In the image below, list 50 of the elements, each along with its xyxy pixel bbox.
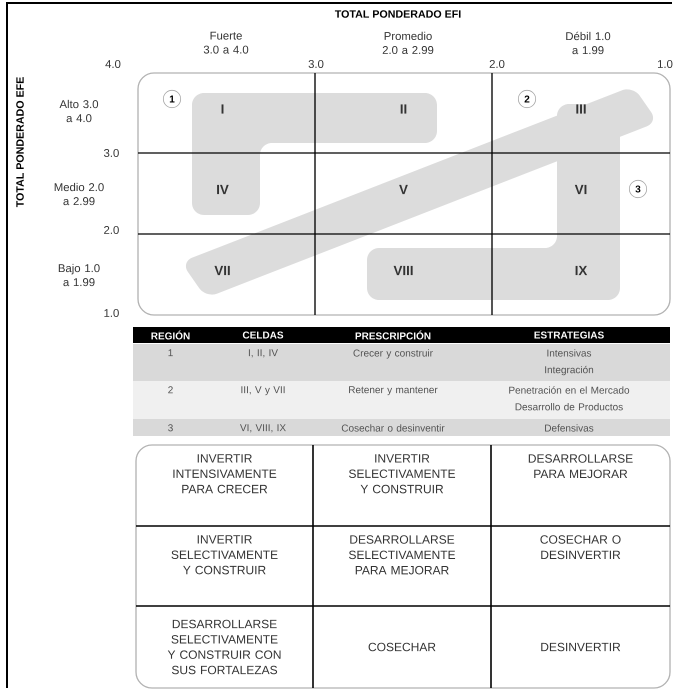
matrix-cell: I <box>222 104 224 114</box>
table-cell: 3 <box>133 419 208 436</box>
table-cell: Intensivas Integración <box>468 344 670 381</box>
strategy-cell: DESARROLLARSE PARA MEJORAR <box>528 454 633 478</box>
table-cell: Crecer y construir <box>318 344 468 381</box>
strategy-cell: DESARROLLARSE SELECTIVAMENTE PARA MEJORAR <box>348 535 456 574</box>
strategy-cell: COSECHAR O DESINVERTIR <box>540 535 621 560</box>
strategy-cell: DESINVERTIR <box>541 642 620 652</box>
tick-label: 3.0 <box>308 60 324 68</box>
row-header: Bajo 1.0 a 1.99 <box>58 264 100 286</box>
axis-title: TOTAL PONDERADO EFE <box>16 77 24 208</box>
matrix-cell: VI <box>574 184 586 194</box>
matrix-cell: V <box>399 184 408 194</box>
table-cell: Penetración en el Mercado Desarrollo de Productos <box>468 381 670 419</box>
table-header: REGIÓN CELDAS PRESCRIPCIÓN ESTRATEGIAS <box>133 327 670 343</box>
strategy-cell: INVERTIR SELECTIVAMENTE Y CONSTRUIR <box>171 535 278 574</box>
column-header: Débil 1.0 a 1.99 <box>566 32 610 54</box>
matrix-cell: IV <box>217 184 229 194</box>
matrix-cell: VIII <box>394 266 413 276</box>
tick-label: 1.0 <box>104 309 119 317</box>
matrix-cell: II <box>400 104 406 114</box>
table-cell: Defensivas <box>468 419 670 436</box>
strategy-cell: COSECHAR <box>368 642 436 652</box>
axis-title: TOTAL PONDERADO EFI <box>334 10 460 18</box>
table-cell: III, V y VII <box>208 381 318 419</box>
column-header: Promedio 2.0 a 2.99 <box>382 32 434 54</box>
tick-label: 3.0 <box>104 149 119 157</box>
matrix-cell: IX <box>576 266 588 276</box>
strategy-cell: DESARROLLARSE SELECTIVAMENTE Y CONSTRUIR CON SUS FORTALEZAS <box>168 620 281 674</box>
matrix-cell: III <box>576 104 586 114</box>
column-header: Fuerte 3.0 a 4.0 <box>204 32 248 54</box>
label: CELDAS <box>242 331 284 339</box>
tick-label: 4.0 <box>105 60 120 68</box>
tick-label: 2.0 <box>490 60 504 68</box>
strategy-cell: INVERTIR INTENSIVAMENTE PARA CRECER <box>173 454 276 494</box>
matrix-cell: VII <box>214 266 230 276</box>
label: REGIÓN <box>151 330 190 340</box>
table-cell: 1 <box>133 344 208 381</box>
table-cell: 2 <box>133 381 208 419</box>
label: ESTRATEGIAS <box>534 331 604 339</box>
table-cell: VI, VIII, IX <box>208 419 318 436</box>
tick-label: 2.0 <box>104 226 119 234</box>
table-cell: I, II, IV <box>208 344 318 381</box>
row-header: Alto 3.0 a 4.0 <box>60 100 98 122</box>
row-header: Medio 2.0 a 2.99 <box>54 182 104 206</box>
table-cell: Retener y mantener <box>318 381 468 419</box>
tick-label: 1.0 <box>658 60 672 68</box>
strategy-cell: INVERTIR SELECTIVAMENTE Y CONSTRUIR <box>348 454 456 494</box>
table-cell: Cosechar o desinventir <box>318 419 468 436</box>
label: PRESCRIPCIÓN <box>356 330 430 340</box>
